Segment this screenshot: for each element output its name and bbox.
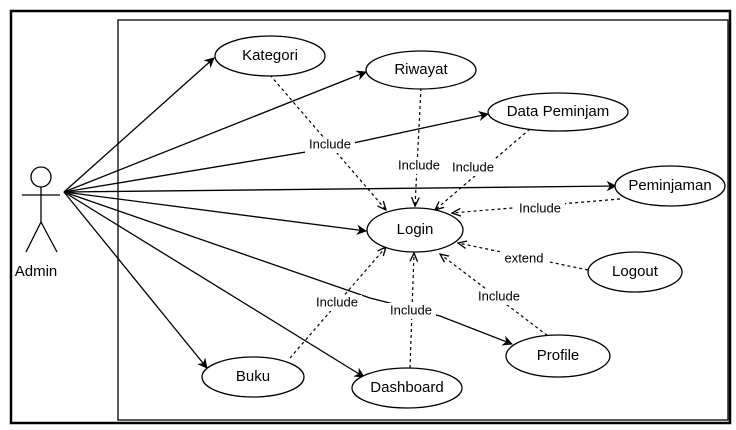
dependency-labels: Include Include Include Include extend I… (305, 136, 565, 319)
use-case-profile: Profile (505, 334, 611, 378)
label-bg-logout (500, 251, 548, 267)
use-case-buku-label: Buku (236, 368, 270, 385)
use-case-dashboard: Dashboard (351, 367, 463, 409)
system-boundary (117, 19, 729, 421)
label-bg-data-peminjam (448, 160, 498, 176)
use-case-peminjaman-shape (614, 165, 726, 207)
use-case-data-peminjam-shape (487, 92, 629, 132)
assoc-kategori (63, 57, 215, 193)
assoc-peminjaman (63, 180, 618, 193)
label-bg-kategori (305, 137, 355, 153)
use-case-buku: Buku (201, 356, 305, 398)
label-include-peminjaman: Include (519, 200, 561, 215)
actor-right-leg (40, 221, 58, 253)
use-case-buku-shape (201, 356, 305, 398)
label-include-buku: Include (316, 294, 358, 309)
label-bg-buku (312, 295, 362, 311)
dep-riwayat-login (415, 87, 422, 206)
assoc-login (63, 191, 368, 235)
label-bg-peminjaman (515, 201, 565, 217)
assoc-data-peminjam (63, 110, 490, 193)
use-case-login-shape (366, 207, 464, 253)
use-case-logout: Logout (587, 251, 683, 293)
use-case-login: Login (366, 207, 464, 253)
use-case-riwayat-shape (365, 50, 477, 90)
assoc-dashboard (63, 191, 365, 378)
use-case-kategori: Kategori (214, 35, 326, 77)
use-case-kategori-shape (214, 35, 326, 77)
use-case-riwayat: Riwayat (365, 50, 477, 90)
use-case-dashboard-shape (351, 367, 463, 409)
use-case-login-label: Login (397, 221, 434, 238)
label-include-riwayat: Include (398, 157, 440, 172)
use-case-riwayat-label: Riwayat (394, 61, 448, 78)
actor-left-leg (25, 221, 42, 253)
use-case-profile-shape (505, 334, 611, 378)
label-bg-profile (474, 289, 524, 305)
use-case-kategori-label: Kategori (242, 47, 298, 64)
actor-head (30, 166, 52, 188)
actor-admin: Admin (15, 166, 60, 280)
dep-dashboard-login (410, 253, 414, 369)
label-bg-riwayat (394, 158, 444, 174)
use-case-logout-label: Logout (612, 263, 659, 280)
label-include-kategori: Include (309, 136, 351, 151)
label-include-data-peminjam: Include (452, 159, 494, 174)
outer-frame (9, 9, 732, 425)
use-case-profile-label: Profile (537, 347, 580, 364)
use-case-logout-shape (587, 251, 683, 293)
label-include-profile: Include (478, 288, 520, 303)
label-include-dashboard: Include (390, 302, 432, 317)
label-bg-dashboard (386, 303, 436, 319)
label-extend-logout: extend (504, 250, 543, 265)
use-case-data-peminjam: Data Peminjam (487, 92, 629, 132)
use-case-dashboard-label: Dashboard (370, 379, 443, 396)
assoc-riwayat (63, 70, 367, 193)
use-case-data-peminjam-label: Data Peminjam (507, 103, 610, 120)
use-case-peminjaman-label: Peminjaman (628, 177, 711, 194)
actor-label: Admin (15, 263, 58, 280)
use-case-peminjaman: Peminjaman (614, 165, 726, 207)
assoc-buku (63, 191, 208, 369)
